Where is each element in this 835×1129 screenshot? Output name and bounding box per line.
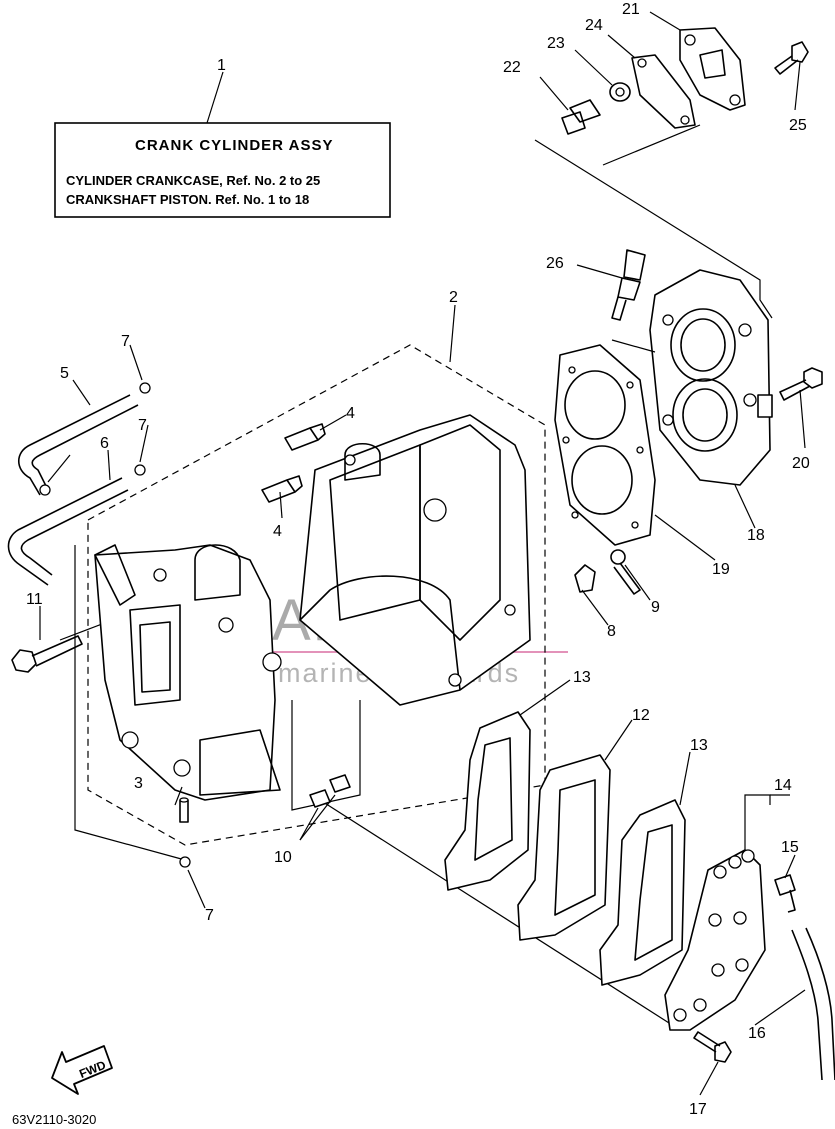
assembly-info-box: CRANK CYLINDER ASSY CYLINDER CRANKCASE, …: [54, 122, 391, 218]
callout-leaders: [39, 11, 806, 1096]
assembly-line-1: CYLINDER CRANKCASE, Ref. No. 2 to 25: [66, 173, 320, 188]
part-18-cylinder-head: [649, 269, 773, 486]
callout-18: 18: [747, 527, 765, 544]
crankcase-group-boundary: [87, 344, 546, 846]
part-25-bolt: [774, 41, 809, 75]
callout-20: 20: [792, 455, 810, 472]
part-17-bolt: [693, 1031, 732, 1063]
callout-16: 16: [748, 1025, 766, 1042]
part-22-thermostat: [561, 99, 601, 135]
callout-1: 1: [217, 57, 226, 74]
diagram-code: 63V2110-3020: [12, 1112, 96, 1127]
callout-10: 10: [274, 849, 292, 866]
part-2-cylinder-block: [299, 414, 531, 706]
callout-22: 22: [503, 59, 521, 76]
callout-7-mid: 7: [138, 417, 147, 434]
part-3-dowel: [179, 797, 189, 823]
callout-17: 17: [689, 1101, 707, 1118]
callout-9: 9: [651, 599, 660, 616]
cover-group-leader: [602, 124, 701, 166]
part-20-bolt: [779, 367, 823, 401]
head-group-leader: [534, 139, 773, 319]
part-26-spark-plug: [611, 249, 646, 321]
assembly-title: CRANK CYLINDER ASSY: [135, 137, 333, 154]
callout-8: 8: [607, 623, 616, 640]
callout-7-top: 7: [121, 333, 130, 350]
part-9-bolt: [610, 549, 641, 595]
callout-4-lower: 4: [273, 523, 282, 540]
part-12-plate: [517, 754, 611, 941]
callout-7-bottom: 7: [205, 907, 214, 924]
part-6-hose: [7, 477, 129, 586]
part-5-hose: [17, 394, 139, 496]
callout-2: 2: [449, 289, 458, 306]
callout-24: 24: [585, 17, 603, 34]
part-24-gasket: [631, 54, 696, 129]
callout-6: 6: [100, 435, 109, 452]
callout-5: 5: [60, 365, 69, 382]
part-15-fitting: [774, 874, 796, 913]
callout-15: 15: [781, 839, 799, 856]
part-21-cover: [679, 27, 746, 111]
part-4-fitting-upper: [284, 423, 326, 451]
callout-numbers: 1 2 3 4 4 5 6 7 7 7 8 9 10 11 12 13 13 1…: [26, 1, 810, 1118]
part-13-gasket-a: [444, 711, 531, 891]
part-14-cover-plate: [664, 849, 766, 1031]
callout-26: 26: [546, 255, 564, 272]
left-bracket-leader: [74, 545, 186, 861]
fwd-arrow-icon: FWD: [51, 1045, 113, 1095]
gasket-stack-leader: [319, 799, 681, 1031]
callout-13-a: 13: [573, 669, 591, 686]
part-7-clamp-b: [134, 464, 146, 476]
part-7-clamp-d: [179, 856, 191, 868]
part-19-head-gasket: [554, 344, 656, 546]
part-7-clamp-a: [139, 382, 151, 394]
part-7-clamp-c: [39, 484, 51, 496]
part-13-gasket-b: [599, 799, 686, 986]
part-8-bracket: [574, 564, 596, 593]
part-16-hose: [791, 927, 835, 1081]
callout-12: 12: [632, 707, 650, 724]
callout-11: 11: [26, 591, 43, 608]
callout-3: 3: [134, 775, 143, 792]
callout-25: 25: [789, 117, 807, 134]
callout-23: 23: [547, 35, 565, 52]
callout-13-b: 13: [690, 737, 708, 754]
callout-21: 21: [622, 1, 640, 18]
part-23-seal: [609, 82, 631, 102]
crankcase-left-half: [94, 544, 282, 801]
part-10-pins: [309, 774, 351, 808]
callout-4-upper: 4: [346, 405, 355, 422]
callout-19: 19: [712, 561, 730, 578]
callout-14: 14: [774, 777, 792, 794]
part-4-fitting-lower: [261, 475, 303, 503]
assembly-line-2: CRANKSHAFT PISTON. Ref. No. 1 to 18: [66, 192, 309, 207]
